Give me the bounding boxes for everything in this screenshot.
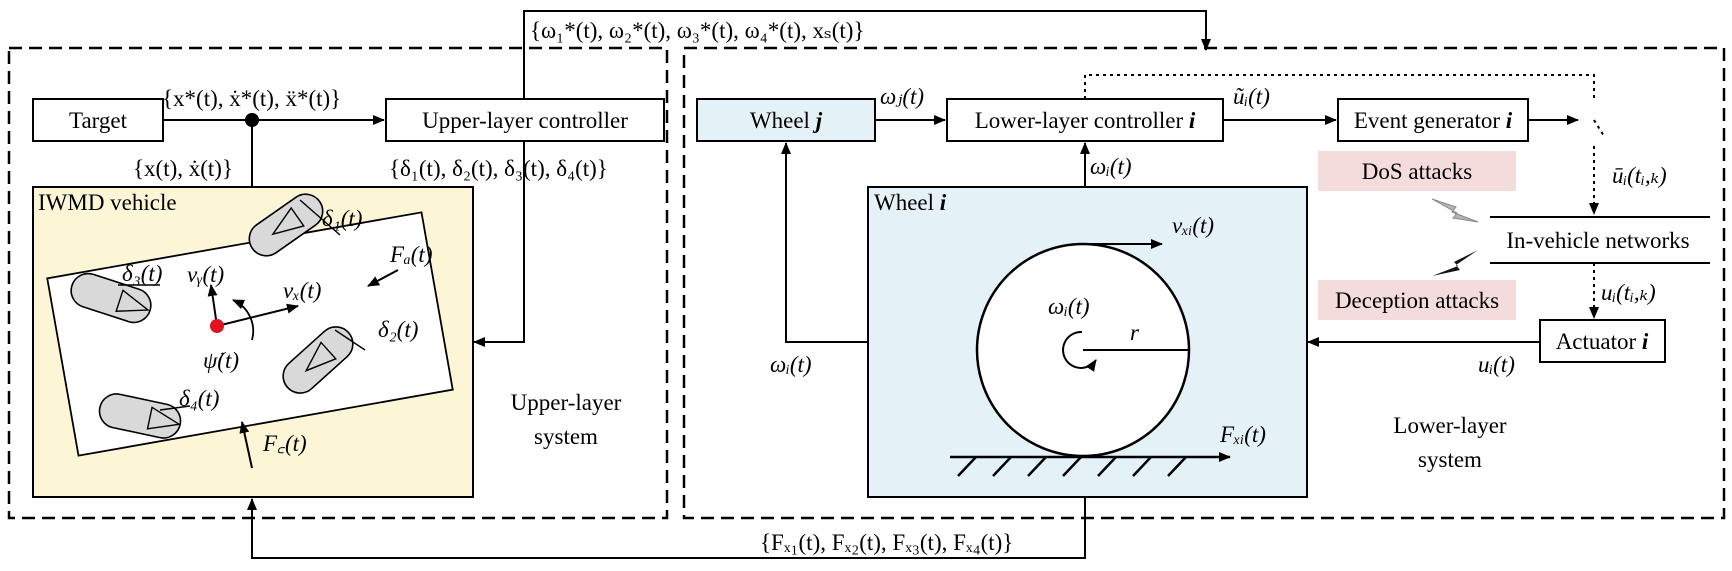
tyre-4-axis xyxy=(159,405,191,411)
lower-layer-system-caption-2: system xyxy=(1418,447,1482,472)
fc-label: F꜀(t) xyxy=(262,431,307,456)
tyre-4 xyxy=(98,393,182,439)
omega-star-set-label: {ω₁*(t), ω₂*(t), ω₃*(t), ω₄*(t), xₛ(t)} xyxy=(530,18,865,43)
deception-lightning-icon xyxy=(1432,250,1478,276)
ground-hatching xyxy=(957,456,1187,477)
upper-layer-system-caption-2: system xyxy=(534,424,598,449)
event-trigger-dotted-path xyxy=(1084,74,1595,100)
delta3-label: δ₃(t) xyxy=(122,261,162,286)
dos-attack-box xyxy=(1318,151,1516,191)
deception-attack-box xyxy=(1318,280,1516,320)
iwmd-vehicle-label: IWMD vehicle xyxy=(38,190,177,215)
actuator-label: Actuator i xyxy=(1556,329,1649,354)
event-generator-label: Event generator i xyxy=(1354,108,1513,133)
wheel-j-label: Wheel j xyxy=(750,108,823,133)
tyre-2-axis xyxy=(334,329,366,351)
wheel-radius-label: r xyxy=(1130,320,1140,345)
event-generator-block xyxy=(1337,98,1529,142)
event-switch xyxy=(1593,119,1605,137)
fxi-label: Fₓᵢ(t) xyxy=(1219,422,1266,447)
wheel-omega-label: ωᵢ(t) xyxy=(1048,294,1090,319)
omega-j-label: ωⱼ(t) xyxy=(880,84,924,109)
dos-attack-label: DoS attacks xyxy=(1362,159,1473,184)
upper-layer-system-caption-1: Upper-layer xyxy=(511,390,622,415)
center-of-gravity-dot xyxy=(210,319,224,333)
omega-i-up-label: ωᵢ(t) xyxy=(1090,154,1132,179)
dos-lightning-icon xyxy=(1431,198,1479,223)
tyre-1-axis xyxy=(299,199,341,236)
delta-set-label: {δ₁(t), δ₂(t), δ₃(t), δ₄(t)} xyxy=(389,156,608,181)
target-label: Target xyxy=(69,108,128,133)
delta2-label: δ₂(t) xyxy=(378,317,418,342)
in-vehicle-networks-label: In-vehicle networks xyxy=(1506,228,1689,253)
upper-layer-controller-block xyxy=(385,98,665,142)
vy-label: vᵧ(t) xyxy=(187,262,224,287)
delta-command-path xyxy=(473,141,525,347)
fa-label: Fₐ(t) xyxy=(389,242,433,267)
force-feedback-path xyxy=(247,497,1086,559)
vx-arrow xyxy=(216,303,299,327)
target-block xyxy=(32,98,164,142)
u-bar-label: ūᵢ(tᵢ,ₖ) xyxy=(1612,163,1667,188)
u-tilde-label: ũᵢ(t) xyxy=(1233,84,1270,109)
yaw-rate-arrow xyxy=(232,299,255,341)
lower-layer-controller-block xyxy=(946,98,1224,142)
wheel-j-block xyxy=(696,98,876,142)
tyre-2 xyxy=(282,326,354,394)
target-derivs-label: {x*(t), ẋ*(t), ẍ*(t)} xyxy=(162,86,341,111)
deception-attack-label: Deception attacks xyxy=(1335,288,1499,313)
omega-star-path xyxy=(523,10,1211,119)
fc-arrow xyxy=(239,421,253,469)
upper-layer-controller-label: Upper-layer controller xyxy=(422,108,628,133)
lower-layer-system-caption-1: Lower-layer xyxy=(1393,413,1507,438)
u-i-label: uᵢ(t) xyxy=(1478,352,1515,377)
lower-layer-controller-label: Lower-layer controller i xyxy=(975,108,1196,133)
vxi-label: vₓᵢ(t) xyxy=(1172,213,1214,238)
wheel-i-label: Wheel i xyxy=(874,190,947,215)
wheel-rotation-arrow xyxy=(1062,330,1097,372)
state-feedback-label: {x(t), ẋ(t)} xyxy=(133,156,233,181)
force-set-label: {Fₓ₁(t), Fₓ₂(t), Fₓ₃(t), Fₓ₄(t)} xyxy=(760,530,1013,555)
upper-layer-system-boundary xyxy=(7,46,669,520)
delta1-label: δ₁(t) xyxy=(322,206,362,231)
wheel-i-to-wheel-j-path xyxy=(781,142,868,343)
delta4-label: δ₄(t) xyxy=(179,386,219,411)
tyre-3 xyxy=(70,272,152,324)
vehicle-body xyxy=(46,211,454,457)
psi-dot-label: ψ̇(t) xyxy=(203,348,239,373)
omega-i-left-label: ωᵢ(t) xyxy=(770,352,812,377)
tyre-1 xyxy=(248,193,324,257)
vx-label: vₓ(t) xyxy=(283,278,321,303)
u-tik-label: uᵢ(tᵢ,ₖ) xyxy=(1601,280,1656,305)
fa-arrow xyxy=(367,269,399,287)
